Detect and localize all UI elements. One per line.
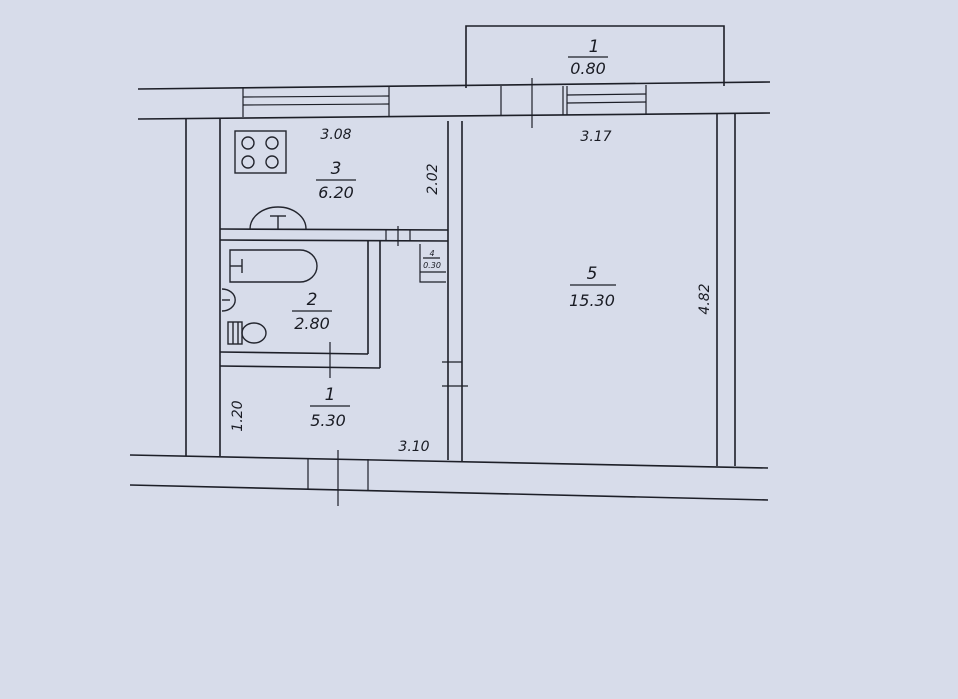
balcony-door — [500, 78, 564, 128]
balcony-area: 0.80 — [570, 59, 606, 78]
kitchen-width-dim: 3.08 — [320, 127, 351, 143]
hallway-area: 5.30 — [310, 411, 346, 430]
kitchen-depth-dim: 2.02 — [425, 163, 441, 194]
kitchen-window — [242, 87, 390, 117]
bathtub-icon — [229, 249, 318, 283]
closet — [419, 244, 446, 283]
kitchen-area: 6.20 — [318, 183, 354, 202]
hallway-number: 1 — [325, 385, 336, 405]
entrance-door — [307, 450, 369, 506]
outer-walls — [129, 81, 771, 501]
washbasin-icon — [221, 288, 236, 312]
sink-icon — [249, 206, 307, 230]
closet-number: 4 — [429, 249, 434, 258]
hallway-depth-dim: 1.20 — [230, 400, 246, 431]
living-number: 5 — [587, 264, 598, 284]
balcony-number: 1 — [589, 37, 600, 57]
kitchen-bath-wall — [219, 226, 449, 246]
bathroom-number: 2 — [307, 290, 318, 310]
closet-area: 0.30 — [423, 261, 441, 270]
bathroom-area: 2.80 — [294, 314, 330, 333]
label-bars — [292, 56, 616, 407]
living-window — [566, 85, 647, 115]
partition-wall — [442, 121, 468, 461]
stove-icon — [234, 130, 287, 174]
toilet-icon — [227, 321, 267, 345]
living-depth-dim: 4.82 — [697, 283, 713, 314]
kitchen-number: 3 — [331, 159, 342, 179]
living-width-dim: 3.17 — [580, 129, 611, 145]
balcony — [465, 25, 725, 88]
hallway-width-dim: 3.10 — [398, 439, 429, 455]
bathroom-walls — [219, 241, 381, 378]
living-area: 15.30 — [569, 291, 615, 310]
